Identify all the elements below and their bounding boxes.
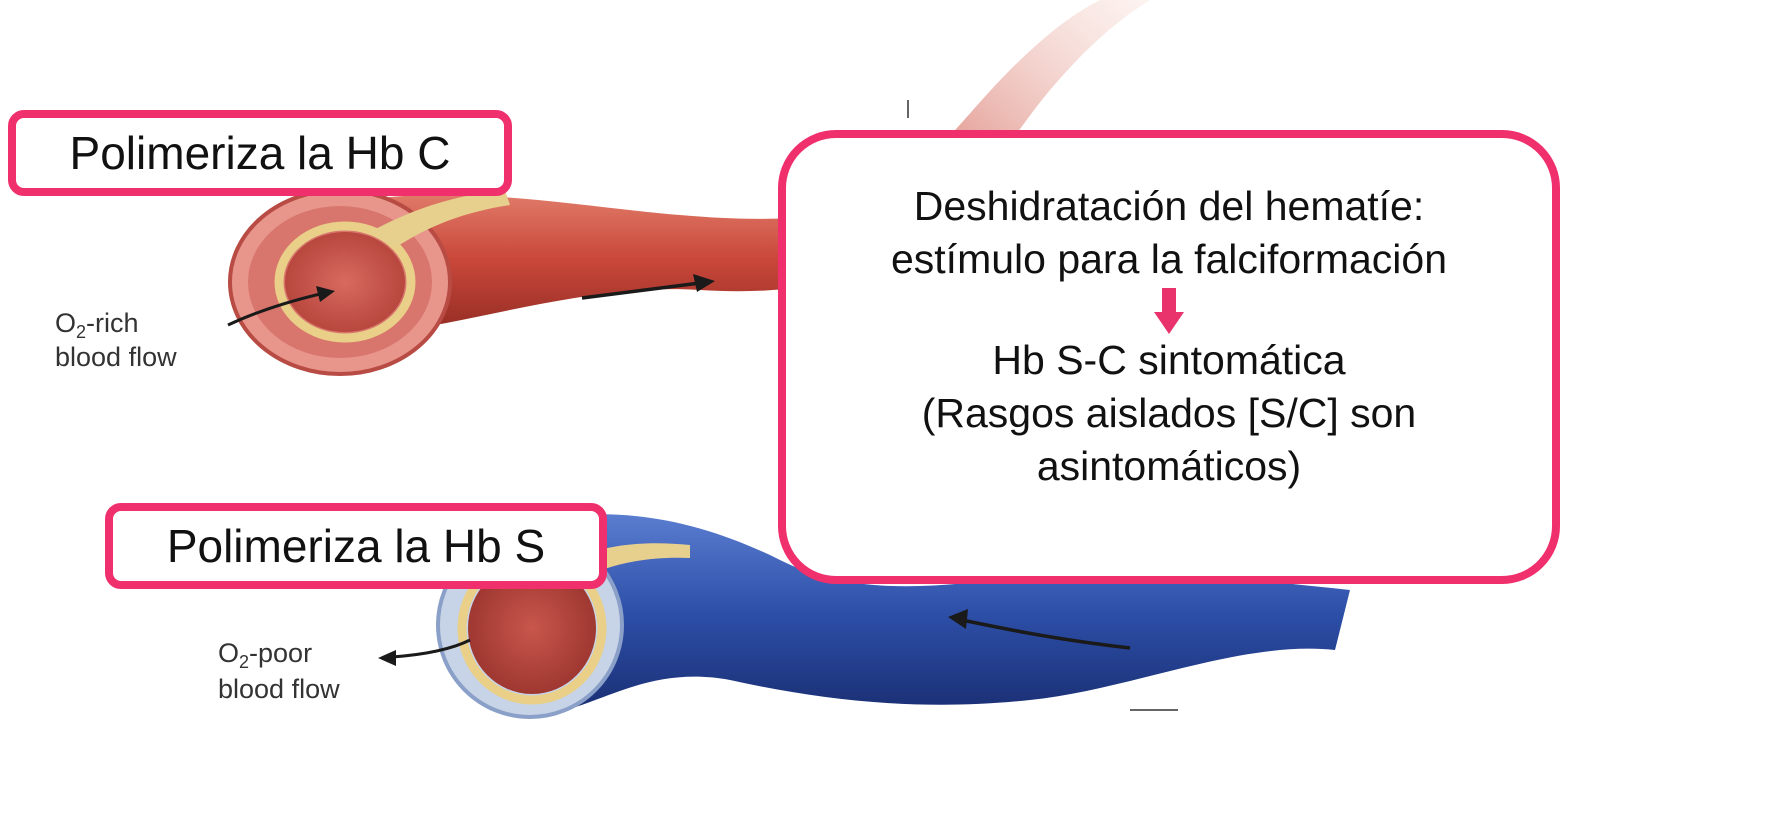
main-callout-line3: Hb S-C sintomática xyxy=(786,334,1552,387)
label-o2-rich: O2-rich xyxy=(55,308,139,342)
label-o2-poor-line2: blood flow xyxy=(218,674,340,704)
callout-hbs-text: Polimeriza la Hb S xyxy=(167,520,545,572)
label-o2-rich-line2: blood flow xyxy=(55,342,177,372)
main-callout: Deshidratación del hematíe: estímulo par… xyxy=(778,130,1560,584)
label-o2-poor: O2-poor xyxy=(218,638,312,672)
main-callout-line5: asintomáticos) xyxy=(786,440,1552,493)
main-callout-line4: (Rasgos aislados [S/C] son xyxy=(786,387,1552,440)
main-callout-line2: estímulo para la falciformación xyxy=(786,233,1552,286)
down-arrow-icon xyxy=(1154,288,1184,334)
callout-hbs: Polimeriza la Hb S xyxy=(105,503,607,589)
callout-hbc-text: Polimeriza la Hb C xyxy=(70,127,451,179)
main-callout-line1: Deshidratación del hematíe: xyxy=(786,180,1552,233)
artery-lumen xyxy=(285,232,405,332)
callout-hbc: Polimeriza la Hb C xyxy=(8,110,512,196)
